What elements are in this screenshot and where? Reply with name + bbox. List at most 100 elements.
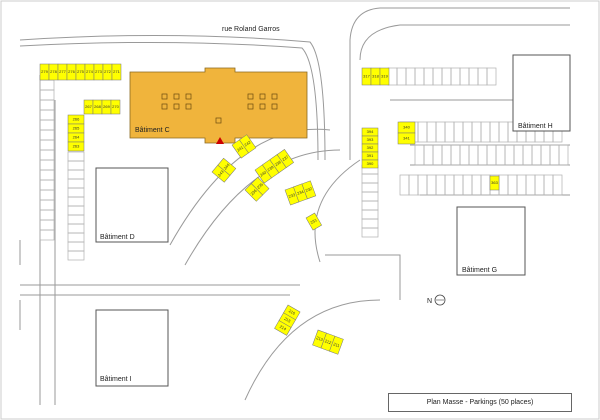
spot-number: 265 <box>73 126 80 131</box>
spot-number: 231 <box>309 217 318 225</box>
parking-spot-273[interactable]: 273 <box>93 63 104 81</box>
parking-spot-393[interactable]: 393 <box>361 135 379 145</box>
building-c-label: Bâtiment C <box>135 127 170 134</box>
parking-spot-394[interactable]: 394 <box>361 127 379 137</box>
parking-spot-392[interactable]: 392 <box>361 143 379 153</box>
parking-spot-391[interactable]: 391 <box>361 151 379 161</box>
spot-number: 267 <box>85 104 92 109</box>
building-h <box>512 54 571 132</box>
spot-number: 211 <box>333 341 341 348</box>
parking-spot-211[interactable]: 211 <box>329 335 344 355</box>
spot-number: 263 <box>73 144 80 149</box>
spot-number: 243 <box>217 169 226 178</box>
parking-spot-279[interactable]: 279 <box>39 63 50 81</box>
spot-number: 232 <box>305 186 314 193</box>
street-name: rue Roland Garros <box>222 26 280 33</box>
parking-spot-363[interactable]: 363 <box>489 175 500 191</box>
spot-number: 277 <box>59 69 66 74</box>
parking-spot-271[interactable]: 271 <box>111 63 122 81</box>
spot-number: 214 <box>279 324 288 332</box>
spot-number: 268 <box>94 104 101 109</box>
parking-spot-264[interactable]: 264 <box>67 132 85 143</box>
parking-spot-340[interactable]: 340 <box>397 121 416 134</box>
spot-number: 276 <box>68 69 75 74</box>
spot-number: 275 <box>77 69 84 74</box>
spot-number: 269 <box>103 104 110 109</box>
spot-number: 271 <box>113 69 120 74</box>
parking-spot-268[interactable]: 268 <box>92 99 103 115</box>
parking-spot-244[interactable]: 244 <box>217 157 237 176</box>
building-c <box>129 67 308 144</box>
parking-spot-214[interactable]: 214 <box>274 320 292 336</box>
building-h-label: Bâtiment H <box>518 123 553 130</box>
spot-number: 317 <box>363 74 370 79</box>
spot-number: 213 <box>316 335 325 342</box>
spot-number: 239 <box>266 164 275 172</box>
spot-number: 318 <box>372 74 379 79</box>
parking-spot-317[interactable]: 317 <box>361 67 372 86</box>
spot-number: 233 <box>288 192 297 199</box>
parking-spot-231[interactable]: 231 <box>305 212 323 231</box>
spot-number: 241 <box>236 144 245 152</box>
spot-number: 234 <box>296 189 305 196</box>
spot-number: 390 <box>367 161 374 166</box>
building-i-label: Bâtiment I <box>100 376 132 383</box>
plan-title: Plan Masse - Parkings (50 places) <box>388 393 572 412</box>
parking-spot-265[interactable]: 265 <box>67 123 85 134</box>
parking-spot-272[interactable]: 272 <box>102 63 113 81</box>
parking-spot-232[interactable]: 232 <box>301 180 317 200</box>
parking-spot-242[interactable]: 242 <box>239 134 257 154</box>
building-d <box>95 167 169 243</box>
parking-spot-274[interactable]: 274 <box>84 63 95 81</box>
spot-number: 341 <box>403 136 410 141</box>
parking-spot-278[interactable]: 278 <box>48 63 59 81</box>
building-i <box>95 309 169 387</box>
parking-spot-390[interactable]: 390 <box>361 159 379 169</box>
spot-number: 363 <box>491 180 498 185</box>
parking-spot-276[interactable]: 276 <box>66 63 77 81</box>
spot-number: 392 <box>367 145 374 150</box>
spot-number: 278 <box>50 69 57 74</box>
parking-spot-267[interactable]: 267 <box>83 99 94 115</box>
spot-number: 244 <box>222 162 231 171</box>
spot-number: 272 <box>104 69 111 74</box>
spot-number: 240 <box>259 169 268 177</box>
spot-number: 235 <box>256 181 265 190</box>
spot-group-east_single: 363 <box>489 175 500 191</box>
parking-spot-319[interactable]: 319 <box>379 67 390 86</box>
spot-number: 238 <box>274 159 283 167</box>
parking-spot-277[interactable]: 277 <box>57 63 68 81</box>
parking-spot-237[interactable]: 237 <box>276 149 295 168</box>
spot-number: 236 <box>249 187 258 196</box>
spot-number: 273 <box>95 69 102 74</box>
spot-number: 212 <box>324 338 333 345</box>
parking-spot-341[interactable]: 341 <box>397 132 416 145</box>
parking-spot-275[interactable]: 275 <box>75 63 86 81</box>
spot-number: 340 <box>403 125 410 130</box>
spot-number: 264 <box>73 135 80 140</box>
building-d-label: Bâtiment D <box>100 234 135 241</box>
parking-spot-235[interactable]: 235 <box>251 176 270 196</box>
parking-spot-318[interactable]: 318 <box>370 67 381 86</box>
spot-group-east_pair: 340 341 <box>397 121 416 145</box>
parking-spot-263[interactable]: 263 <box>67 141 85 152</box>
parking-spot-270[interactable]: 270 <box>110 99 121 115</box>
spot-number: 394 <box>367 129 374 134</box>
compass-label: N <box>427 298 432 305</box>
spot-number: 237 <box>281 154 290 162</box>
parking-spot-269[interactable]: 269 <box>101 99 112 115</box>
parking-spot-266[interactable]: 266 <box>67 114 85 125</box>
